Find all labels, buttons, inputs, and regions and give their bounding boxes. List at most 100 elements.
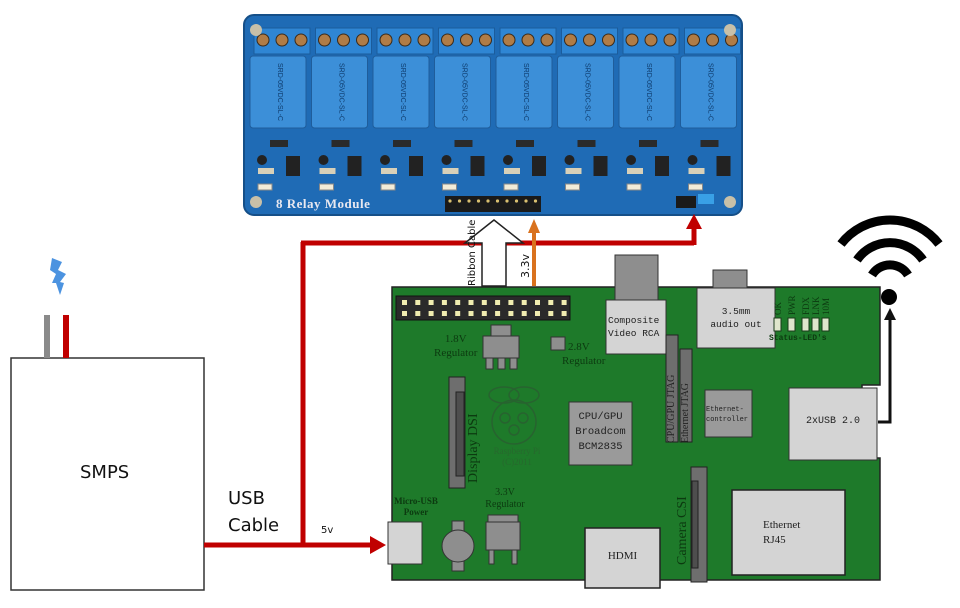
terminal-screw [275,33,289,47]
regulator-2v8-label: 2.8V Regulator [562,340,605,368]
terminal-blocks [253,27,741,55]
terminal-screw [625,33,639,47]
terminal-screw [564,33,577,47]
wifi-icon [837,215,943,278]
header-pin [476,199,481,203]
terminal-screw [441,33,454,47]
indicator-led [626,183,642,191]
display-dsi-label: Display DSI [466,413,481,483]
header-pin [524,199,528,203]
label-line: RJ45 [763,534,786,546]
terminal-screw [398,33,412,47]
header-pin [457,199,462,203]
label-line: Regulator [485,499,525,510]
optocoupler [286,156,300,176]
status-led [801,317,810,332]
transistor [626,155,636,165]
relay [557,55,614,129]
supply-voltage-label: 5v [321,525,334,536]
gpio-pins [402,300,567,316]
terminal-screw [602,33,615,47]
usb-cable-label-line2: Cable [228,515,280,536]
relay-label: SRD-05VDC-SL-C [276,63,283,121]
hdmi-port[interactable] [584,527,661,589]
wifi-link [878,308,896,424]
indicator-led [257,183,273,191]
terminal-screw [460,33,473,47]
terminal-screw [687,33,700,47]
transistor [318,155,329,165]
status-led-label: LNK [811,296,821,316]
label-line: Regulator [562,355,606,367]
resistor [319,168,336,174]
terminal-screw [540,33,554,47]
capacitor [441,529,475,563]
header-pin [505,199,509,203]
status-led-label: OK [773,302,783,315]
composite-plug [614,254,659,304]
micro-usb-power-port[interactable] [387,521,423,565]
gpio-header[interactable] [395,295,571,321]
gpio-pin [521,311,527,316]
label-line: Video RCA [608,328,660,339]
hdmi-label: HDMI [607,550,638,562]
gpio-pin [415,300,421,305]
status-led-label: PWR [787,295,797,315]
terminal-screw [256,33,270,47]
label-line: 2.8V [568,341,590,353]
camera-csi-label: Camera CSI [675,496,690,565]
relay-input-header[interactable] [445,196,541,212]
ethernet-jtag-label: Ethernet JTAG [680,382,691,443]
indicator-led [503,183,519,191]
gpio-pin [428,300,434,305]
transistor [503,155,513,165]
mount-hole [724,24,736,36]
resistor [688,168,705,174]
indicator-led [565,183,580,191]
gpio-pin [521,300,527,305]
ethernet-rj45-port[interactable] [731,489,846,576]
label-line: Micro-USB [394,496,438,506]
gpio-pin [495,300,501,305]
gpio-pin [455,300,461,305]
label-line: 3.5mm [721,306,751,317]
regulator-1v8-label: 1.8V Regulator [434,332,477,360]
composite-label: Composite Video RCA [608,314,659,340]
power-header[interactable] [676,196,696,208]
raspberry-logo-icon [488,386,540,445]
indicator-led [442,183,457,191]
terminal-screw [479,33,492,47]
gpio-pin [481,300,487,305]
audio-out-jack[interactable] [696,287,776,349]
regulator-3v3 [485,521,521,551]
terminal-screw [521,33,535,47]
label-line: CPU/GPU [578,411,623,423]
relay [495,55,553,129]
composite-video-rca[interactable] [605,299,667,355]
regulator-2v8 [550,336,566,351]
wifi-dot [881,289,897,305]
header-pins [448,199,538,203]
resistor [627,168,643,174]
audio-label: 3.5mm audio out [697,305,775,331]
transistor [564,155,575,165]
cpu-jtag-label: CPU/GPU JTAG [666,374,677,443]
relay [618,55,676,129]
gpio-pin [468,311,474,316]
cpu-label: CPU/GPU Broadcom BCM2835 [569,410,632,455]
jd-vcc-jumper[interactable] [698,194,714,204]
indicator-led [319,183,334,191]
diode [393,140,411,147]
optocoupler [470,156,485,176]
transistor [687,155,698,165]
regulator-1v8 [482,335,520,359]
cpu-chip [568,401,633,466]
relay [311,55,368,129]
gpio-pin [428,311,434,316]
header-pin [514,199,519,203]
resistor [258,168,274,174]
usb-port[interactable] [788,387,878,461]
relay-label: SRD-05VDC-SL-C [584,63,591,121]
ethernet-controller [704,389,753,438]
